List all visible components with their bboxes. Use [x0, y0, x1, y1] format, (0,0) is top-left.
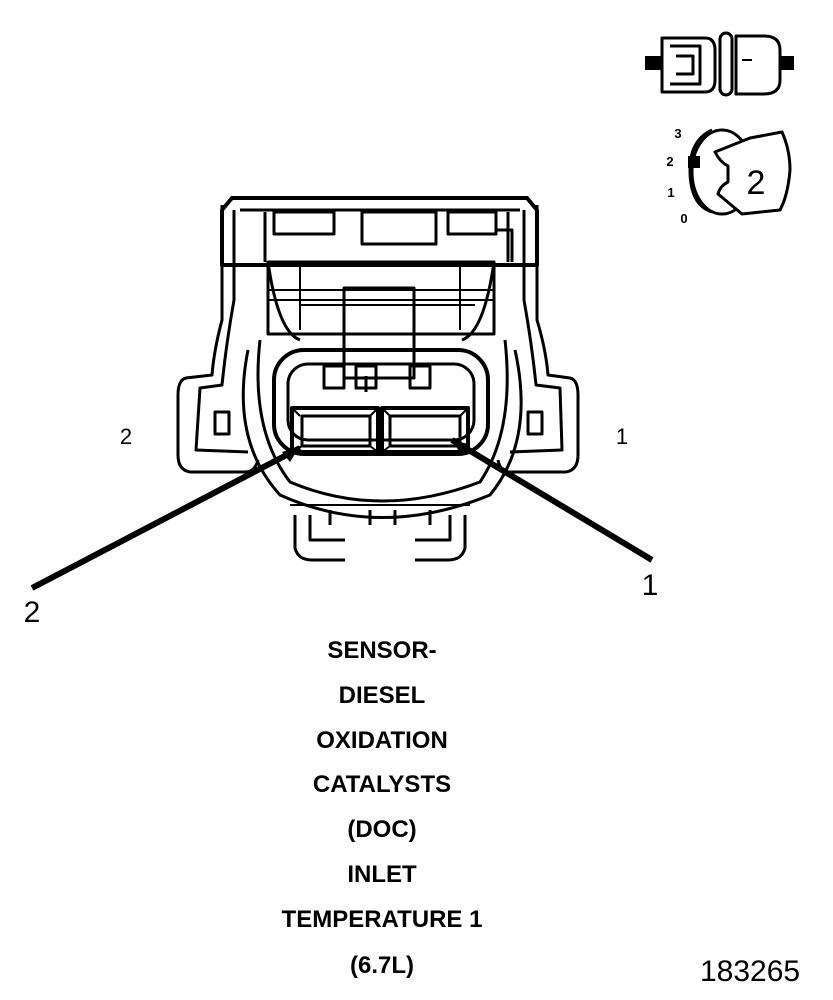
caption-line: (DOC): [347, 816, 417, 843]
cavity-label-right: 1: [616, 424, 628, 449]
callout-number-left: 2: [24, 596, 41, 629]
figure-number: 183265: [700, 955, 801, 988]
key-scale-label: 2: [666, 154, 673, 169]
caption-line: SENSOR-: [327, 637, 437, 664]
callout-numbers: 2 1: [24, 569, 659, 629]
caption-line: OXIDATION: [316, 727, 448, 754]
connector-housing: [176, 196, 580, 562]
callout-number-right: 1: [642, 569, 659, 602]
callout-leaders: [30, 437, 654, 591]
key-indicator: [688, 128, 792, 216]
caption-line: CATALYSTS: [312, 771, 452, 798]
caption-line: (6.7L): [349, 952, 414, 979]
key-scale-label: 0: [680, 211, 687, 226]
connector-icon: [645, 31, 794, 97]
caption-line: TEMPERATURE 1: [281, 906, 483, 933]
key-scale: 3 2 1 0 2: [666, 126, 765, 226]
caption-line: DIESEL: [338, 682, 426, 709]
key-value: 2: [747, 164, 766, 202]
key-scale-label: 1: [667, 185, 674, 200]
cavity-label-left: 2: [120, 424, 132, 449]
caption-line: INLET: [347, 861, 417, 888]
key-scale-label: 3: [674, 126, 681, 141]
cavity-labels: 2 1: [120, 424, 628, 449]
